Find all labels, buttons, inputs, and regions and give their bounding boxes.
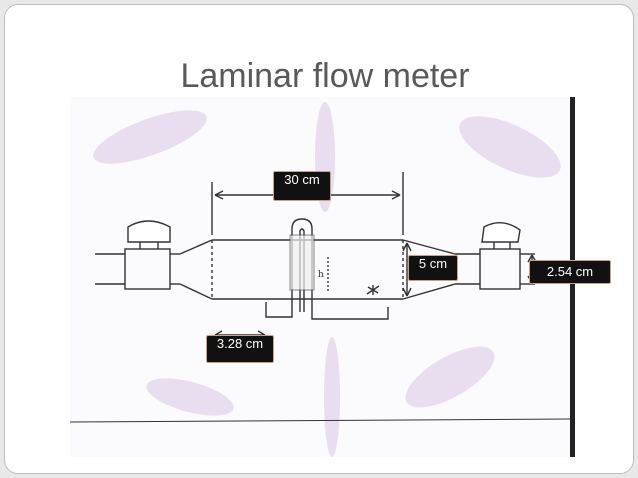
slide: Laminar flow meter [4,4,634,474]
page-title: Laminar flow meter [180,57,470,95]
label-diameter: 5 cm [408,255,458,281]
label-pipe: 2.54 cm [529,260,611,284]
label-length: 30 cm [273,171,331,201]
scanned-drawing: h [70,97,575,457]
device-outline [70,172,571,423]
flow-meter-diagram: h [70,97,575,457]
label-section: 3.28 cm [206,335,274,363]
h-label: h [318,270,324,280]
